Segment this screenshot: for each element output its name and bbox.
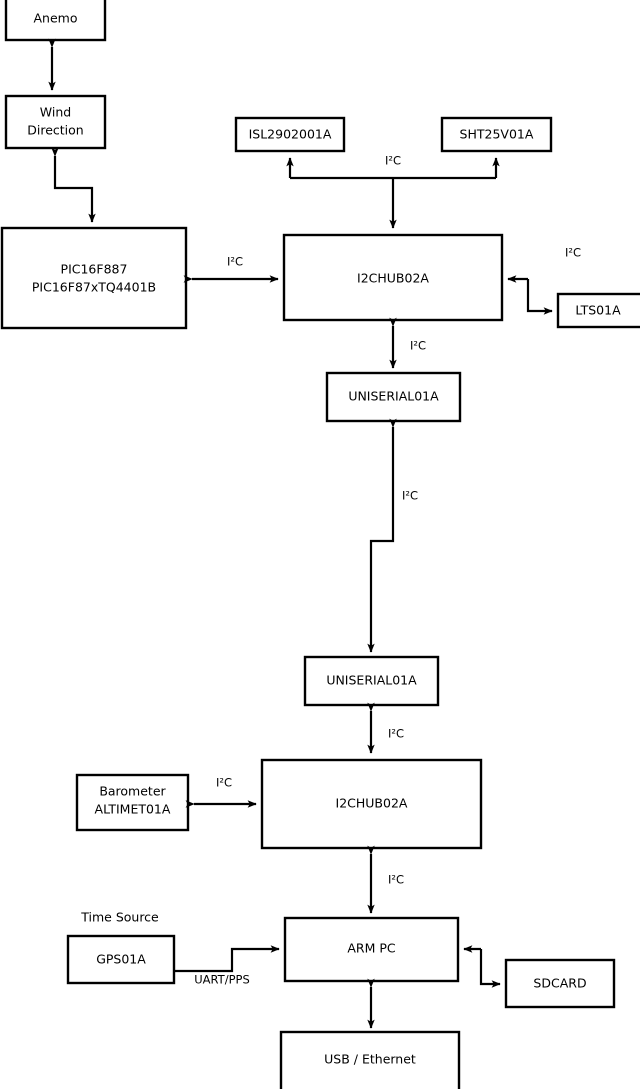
node-pic16f887-label-line1: PIC16F887 bbox=[61, 262, 128, 277]
node-uniserial01a-bottom-label: UNISERIAL01A bbox=[326, 673, 417, 688]
node-barometer-label-line2: ALTIMET01A bbox=[95, 802, 171, 817]
edge-label-uniserial-hub: I²C bbox=[388, 727, 404, 741]
node-isl2902001a-shape bbox=[234, 116, 346, 153]
node-barometer-label-line1: Barometer bbox=[99, 784, 166, 799]
node-uniserial01a-top[interactable]: UNISERIAL01A bbox=[325, 371, 462, 423]
edge-label-baro-hub: I²C bbox=[216, 776, 232, 790]
node-anemo[interactable]: Anemo bbox=[4, 0, 107, 42]
node-lts01a-label: LTS01A bbox=[575, 303, 621, 318]
node-pic16f887-label-line2: PIC16F87xTQ4401B bbox=[32, 280, 156, 295]
node-arm-pc[interactable]: ARM PC bbox=[283, 916, 460, 983]
node-wind-direction-label-line1: Wind bbox=[40, 105, 71, 120]
node-uniserial01a-top-label: UNISERIAL01A bbox=[348, 389, 439, 404]
edge-label-hub-armpc: I²C bbox=[388, 873, 404, 887]
edge-label-hub-uniserial: I²C bbox=[410, 339, 426, 353]
node-usb-ethernet-shape bbox=[279, 1030, 461, 1089]
node-gps01a-shape bbox=[66, 934, 176, 985]
node-arm-pc-label: ARM PC bbox=[347, 941, 396, 956]
node-i2chub02a-top-shape bbox=[282, 233, 504, 322]
node-anemo-shape bbox=[4, 0, 107, 42]
edge-label-uniserial-link: I²C bbox=[402, 489, 418, 503]
node-lts01a[interactable]: LTS01A bbox=[556, 292, 640, 329]
node-barometer[interactable]: Barometer ALTIMET01A bbox=[75, 773, 190, 832]
node-gps01a[interactable]: GPS01A bbox=[66, 934, 176, 985]
node-i2chub02a-top-label: I2CHUB02A bbox=[357, 271, 429, 286]
node-i2chub02a-bottom[interactable]: I2CHUB02A bbox=[260, 758, 483, 850]
node-sht25v01a-shape bbox=[440, 116, 553, 153]
node-i2chub02a-top[interactable]: I2CHUB02A bbox=[282, 233, 504, 322]
edge-armpc-to-sdcard bbox=[479, 949, 501, 988]
node-anemo-label: Anemo bbox=[34, 11, 78, 26]
edge-label-uart-pps: UART/PPS bbox=[194, 973, 250, 987]
node-sht25v01a-label: SHT25V01A bbox=[460, 127, 534, 142]
edge-label-pic-hub: I²C bbox=[227, 255, 243, 269]
node-gps01a-label: GPS01A bbox=[96, 952, 146, 967]
edge-hub-to-lts bbox=[526, 279, 553, 315]
node-usb-ethernet[interactable]: USB / Ethernet bbox=[279, 1030, 461, 1089]
node-wind-direction[interactable]: Wind Direction bbox=[4, 94, 107, 150]
node-lts01a-shape bbox=[556, 292, 640, 329]
node-wind-direction-shape bbox=[4, 94, 107, 150]
edge-label-hub-lts: I²C bbox=[565, 246, 581, 260]
node-sdcard-shape bbox=[504, 958, 616, 1009]
node-sdcard-label: SDCARD bbox=[533, 976, 586, 991]
edge-gps-armpc bbox=[174, 945, 280, 973]
node-uniserial01a-bottom-shape bbox=[303, 655, 440, 707]
node-uniserial01a-bottom[interactable]: UNISERIAL01A bbox=[303, 655, 440, 707]
edge-label-isl-sht: I²C bbox=[385, 154, 401, 168]
node-pic16f887[interactable]: PIC16F887 PIC16F87xTQ4401B bbox=[0, 226, 188, 330]
node-i2chub02a-bottom-label: I2CHUB02A bbox=[336, 796, 408, 811]
node-arm-pc-shape bbox=[283, 916, 460, 983]
node-sdcard[interactable]: SDCARD bbox=[504, 958, 616, 1009]
node-sht25v01a[interactable]: SHT25V01A bbox=[440, 116, 553, 153]
label-time-source: Time Source bbox=[80, 910, 159, 925]
node-isl2902001a[interactable]: ISL2902001A bbox=[234, 116, 346, 153]
node-wind-direction-label-line2: Direction bbox=[27, 123, 83, 138]
edge-uniserial-link bbox=[367, 418, 397, 653]
node-barometer-shape bbox=[75, 773, 190, 832]
edge-pic-wind-direction bbox=[51, 147, 96, 223]
node-isl2902001a-label: ISL2902001A bbox=[249, 127, 332, 142]
node-uniserial01a-top-shape bbox=[325, 371, 462, 423]
node-usb-ethernet-label: USB / Ethernet bbox=[324, 1052, 416, 1067]
node-i2chub02a-bottom-shape bbox=[260, 758, 483, 850]
node-pic16f887-shape bbox=[0, 226, 188, 330]
